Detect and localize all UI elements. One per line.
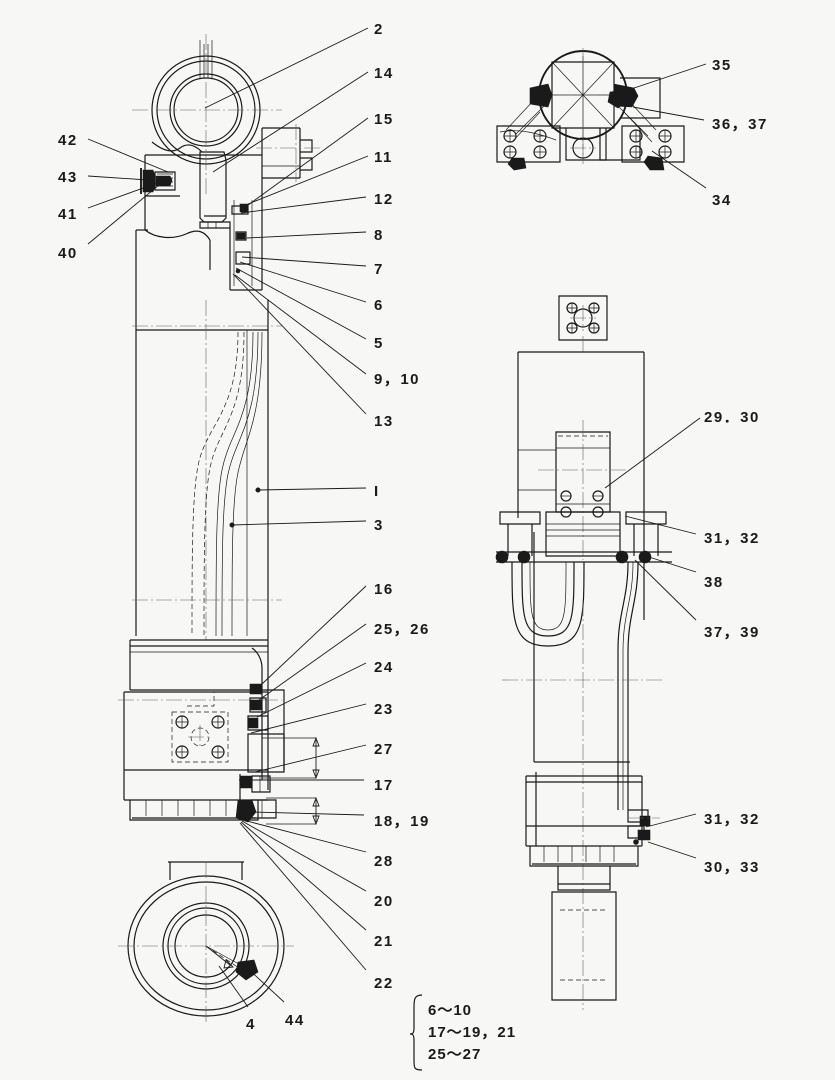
leader-c13 <box>232 273 367 415</box>
leader-c12 <box>240 196 367 214</box>
leader-c14 <box>212 71 369 173</box>
callout-label-c5: 5 <box>374 335 384 352</box>
callout-label-c38: 38 <box>704 574 724 591</box>
callout-label-c3033: 30，33 <box>704 859 760 876</box>
cylinder-lower-body <box>118 639 320 826</box>
leader-c4 <box>218 965 249 1008</box>
leader-c15 <box>243 117 369 209</box>
callout-label-c27: 27 <box>374 741 394 758</box>
leader-c6 <box>239 261 367 303</box>
leader-c3132b <box>645 813 697 828</box>
callout-label-c42: 42 <box>58 132 78 149</box>
leader-c1819 <box>250 811 365 816</box>
leader-c34 <box>651 150 707 189</box>
leader-c7 <box>241 256 367 267</box>
leader-c22 <box>239 822 367 971</box>
callout-label-c14: 14 <box>374 65 394 82</box>
callout-label-c3132a: 31，32 <box>704 530 760 547</box>
callout-label-c2526: 25，26 <box>374 621 430 638</box>
callout-label-c3132b: 31，32 <box>704 811 760 828</box>
callout-label-c40: 40 <box>58 245 78 262</box>
callout-label-c2930: 29．30 <box>704 409 760 426</box>
callout-label-c16: 16 <box>374 581 394 598</box>
callout-label-c15: 15 <box>374 111 394 128</box>
note-line-2: 17～19，21 <box>428 1024 517 1041</box>
leader-c3637 <box>632 106 705 121</box>
leader-c3033 <box>647 841 697 859</box>
callout-label-c3739: 37，39 <box>704 624 760 641</box>
leader-c16 <box>261 585 367 685</box>
leader-c11 <box>247 155 369 205</box>
leader-c40 <box>87 184 160 245</box>
callout-label-c41: 41 <box>58 206 78 223</box>
leader-c2930 <box>604 417 701 489</box>
callout-label-c21: 21 <box>374 933 394 950</box>
leader-c23 <box>250 703 367 734</box>
callout-label-c17: 17 <box>374 777 394 794</box>
right-front-elevation <box>495 295 672 1010</box>
leader-c21 <box>240 821 367 931</box>
note-line-1: 6～10 <box>428 1002 473 1019</box>
callout-label-c7: 7 <box>374 261 384 278</box>
leader-c3 <box>231 520 367 526</box>
leader-c910 <box>234 274 367 375</box>
leader-c27 <box>254 744 367 773</box>
rod-eye-top <box>132 34 282 196</box>
callout-label-c43: 43 <box>58 169 78 186</box>
callout-label-c11: 11 <box>374 149 393 166</box>
callout-label-c3: 3 <box>374 517 384 534</box>
leader-c42 <box>87 138 169 173</box>
callout-label-c1819: 18，19 <box>374 813 430 830</box>
callout-label-c20: 20 <box>374 893 394 910</box>
left-cylinder-assembly <box>118 34 322 1022</box>
callout-label-c4: 4 <box>246 1016 256 1033</box>
leader-c2526 <box>258 623 367 701</box>
leader-c35 <box>624 63 707 92</box>
note-line-3: 25～27 <box>428 1046 482 1063</box>
callout-label-c34: 34 <box>712 192 732 209</box>
note-text-block: 6～10 17～19，21 25～27 <box>428 1000 516 1066</box>
leader-c20 <box>241 820 367 892</box>
callout-label-c12: 12 <box>374 191 394 208</box>
leader-c38 <box>648 556 697 573</box>
leader-c5 <box>235 267 367 340</box>
rod-eye-bottom <box>118 861 294 1022</box>
callout-label-c3637: 36，37 <box>712 116 768 133</box>
callout-label-c44: 44 <box>285 1012 305 1029</box>
callout-label-c1: I <box>374 483 380 500</box>
bolt-pattern <box>175 715 225 759</box>
leader-c3739 <box>634 559 697 621</box>
callout-label-c24: 24 <box>374 659 394 676</box>
callout-label-c2: 2 <box>374 21 384 38</box>
cylinder-head-block <box>132 124 322 330</box>
leader-c1 <box>257 487 367 491</box>
leader-c41 <box>87 182 158 209</box>
callout-label-c28: 28 <box>374 853 394 870</box>
callout-label-c910: 9，10 <box>374 371 421 388</box>
callout-label-c13: 13 <box>374 413 394 430</box>
right-top-end-view <box>496 48 685 171</box>
leader-c43 <box>87 175 149 181</box>
callout-label-c8: 8 <box>374 227 384 244</box>
cylinder-barrel <box>132 300 282 640</box>
callout-label-c35: 35 <box>712 57 732 74</box>
callout-label-c22: 22 <box>374 975 394 992</box>
callout-label-c23: 23 <box>374 701 394 718</box>
leader-c24 <box>256 662 367 718</box>
note-bracket <box>409 994 423 1071</box>
leader-c2 <box>204 27 369 109</box>
leader-c44 <box>244 965 285 1003</box>
leader-lines <box>87 27 707 1008</box>
leader-c8 <box>246 231 367 239</box>
leader-c28 <box>242 819 367 853</box>
callout-label-c6: 6 <box>374 297 384 314</box>
leader-c3132a <box>624 515 697 535</box>
